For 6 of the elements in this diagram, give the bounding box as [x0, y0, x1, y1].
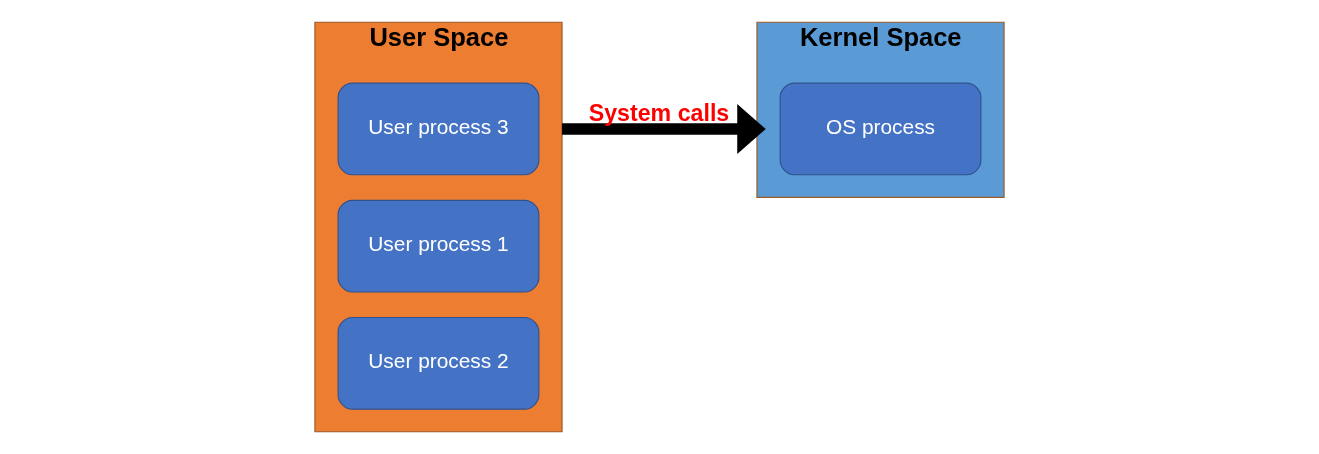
node-box: User process 1 — [337, 199, 540, 293]
arrow — [562, 104, 766, 154]
node-box: User process 2 — [337, 316, 540, 410]
edge-label: System calls — [588, 99, 730, 126]
node-box: OS process — [779, 82, 982, 176]
node-box: User process 3 — [337, 82, 540, 176]
